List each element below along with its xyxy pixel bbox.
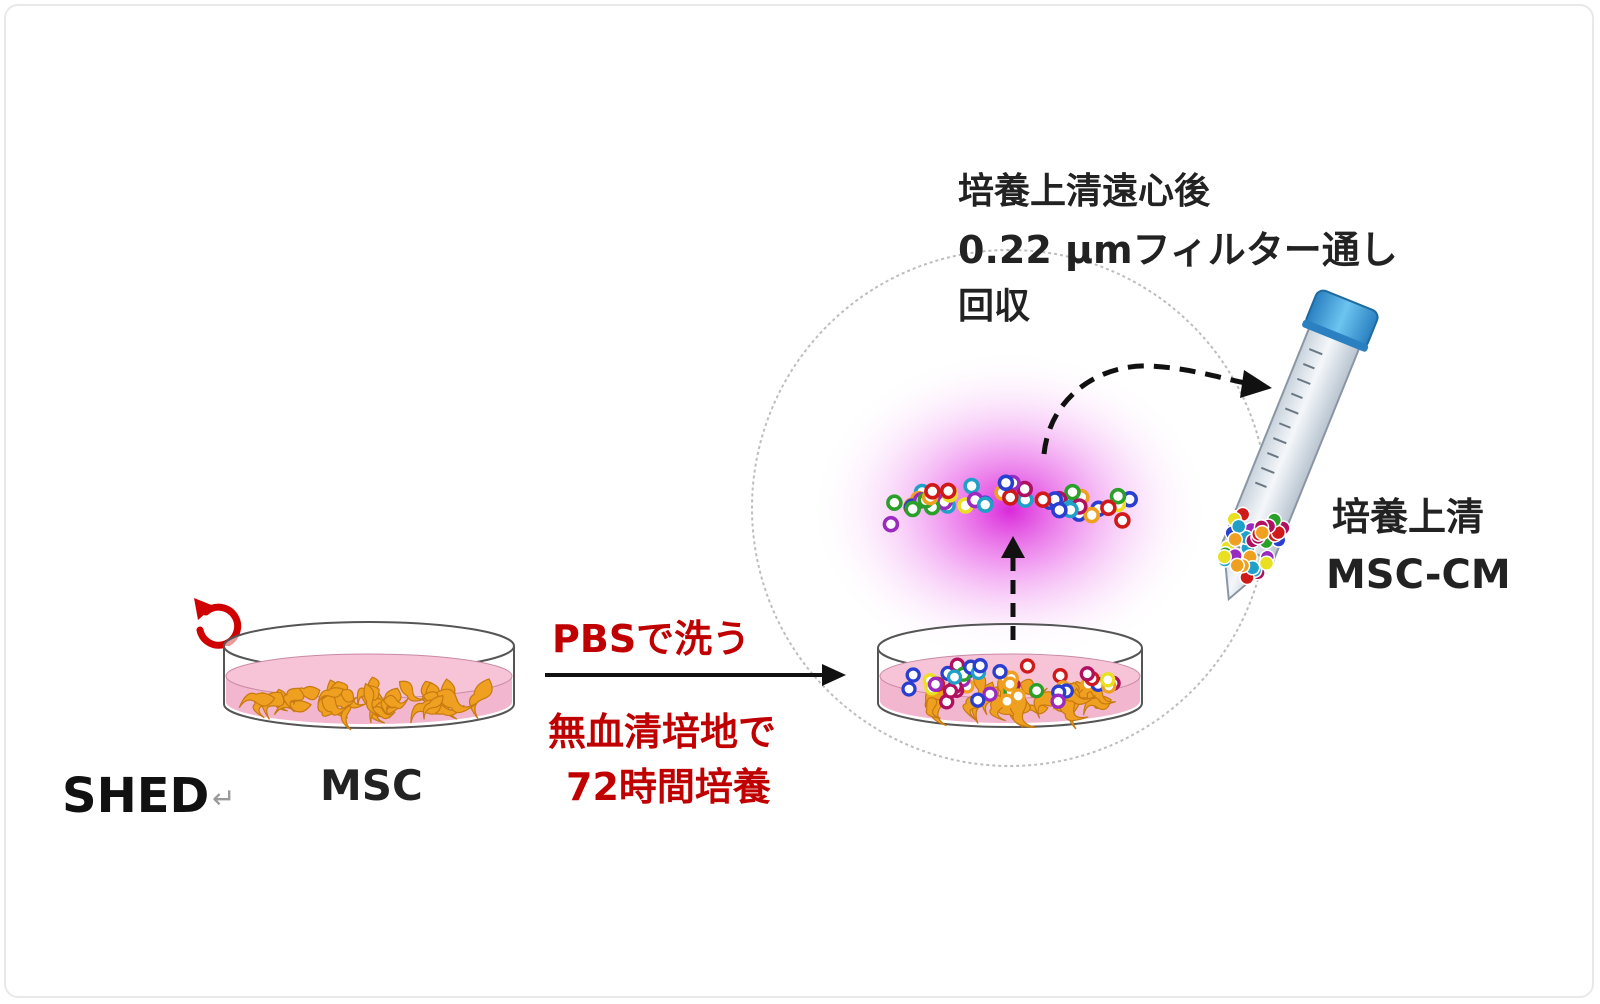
secreted-factor bbox=[992, 664, 1008, 680]
return-mark: ↵ bbox=[212, 782, 235, 815]
secreted-factor bbox=[1254, 524, 1270, 541]
petri-dish-icon bbox=[877, 623, 1143, 730]
cell bbox=[436, 688, 477, 714]
secreted-factor bbox=[1100, 672, 1116, 688]
secreted-factor bbox=[1002, 676, 1018, 692]
secreted-factor bbox=[1002, 489, 1019, 506]
secreted-factor bbox=[1216, 549, 1233, 565]
secreted-factor bbox=[997, 474, 1015, 492]
shed-label: SHED bbox=[62, 768, 209, 824]
secreted-factor bbox=[946, 669, 963, 685]
secreted-factor bbox=[1109, 487, 1127, 505]
cell bbox=[283, 687, 305, 713]
secreted-factor bbox=[1010, 688, 1026, 704]
centrifuge-tube-icon bbox=[1216, 289, 1379, 602]
secreted-factor bbox=[982, 686, 998, 702]
secreted-factor bbox=[939, 482, 957, 500]
product-line1: 培養上清 bbox=[1332, 495, 1484, 539]
secreted-factor bbox=[1051, 501, 1068, 519]
secreted-factor bbox=[972, 658, 988, 674]
cell bbox=[382, 694, 409, 710]
culture-condition-line1: 無血清培地で bbox=[548, 710, 776, 754]
cell bbox=[363, 682, 381, 717]
secreted-factor bbox=[1064, 483, 1081, 501]
cell bbox=[924, 695, 941, 719]
process-line2: 0.22 µmフィルター通し bbox=[958, 228, 1398, 272]
secreted-factor bbox=[1227, 531, 1243, 548]
cell bbox=[469, 678, 493, 720]
secreted-factors bbox=[882, 474, 1138, 533]
rotate-arrow-icon bbox=[194, 598, 242, 649]
process-arrow bbox=[545, 664, 846, 686]
cell bbox=[238, 692, 276, 709]
cell bbox=[370, 706, 396, 720]
secreted-factor bbox=[1052, 668, 1068, 684]
secreted-factor bbox=[1019, 658, 1036, 674]
product-line2: MSC-CM bbox=[1326, 552, 1511, 598]
process-line3: 回収 bbox=[958, 286, 1030, 327]
secreted-factor bbox=[927, 676, 944, 692]
secreted-factor bbox=[905, 667, 921, 683]
collection-up-arrow bbox=[1001, 536, 1025, 640]
cell bbox=[422, 695, 444, 720]
process-line1: 培養上清遠心後 bbox=[958, 171, 1211, 212]
secreted-factor bbox=[1229, 557, 1245, 574]
secreted-factor bbox=[942, 683, 959, 699]
secreted-factor bbox=[1100, 499, 1117, 517]
secreted-factors-in-dish bbox=[901, 657, 1121, 710]
secreted-factor bbox=[1114, 512, 1131, 529]
msc-cells bbox=[238, 676, 493, 731]
supernatant-glow bbox=[810, 350, 1210, 670]
cell bbox=[317, 687, 344, 704]
secreted-factor bbox=[1258, 555, 1275, 571]
secreted-factor bbox=[1050, 693, 1066, 709]
secreted-factor bbox=[924, 483, 941, 500]
transfer-curved-arrow bbox=[1041, 363, 1272, 455]
secreted-factor bbox=[882, 515, 900, 533]
msc-label: MSC bbox=[320, 761, 423, 810]
secreted-factor bbox=[901, 681, 917, 697]
culture-condition-line2: 72時間培養 bbox=[566, 765, 771, 809]
secreted-factor bbox=[1083, 506, 1100, 524]
secreted-factor bbox=[963, 477, 980, 495]
wash-step-label: PBSで洗う bbox=[552, 617, 750, 661]
figure-frame bbox=[4, 4, 1594, 998]
secreted-factor bbox=[976, 496, 994, 513]
secreted-factor bbox=[970, 692, 986, 708]
secreted-factor bbox=[1079, 666, 1095, 682]
secreted-factor bbox=[886, 494, 903, 511]
secreted-factor bbox=[1034, 491, 1052, 508]
secreted-factor bbox=[1028, 682, 1045, 699]
petri-dish-icon bbox=[223, 621, 515, 731]
secreted-factor bbox=[904, 500, 921, 518]
